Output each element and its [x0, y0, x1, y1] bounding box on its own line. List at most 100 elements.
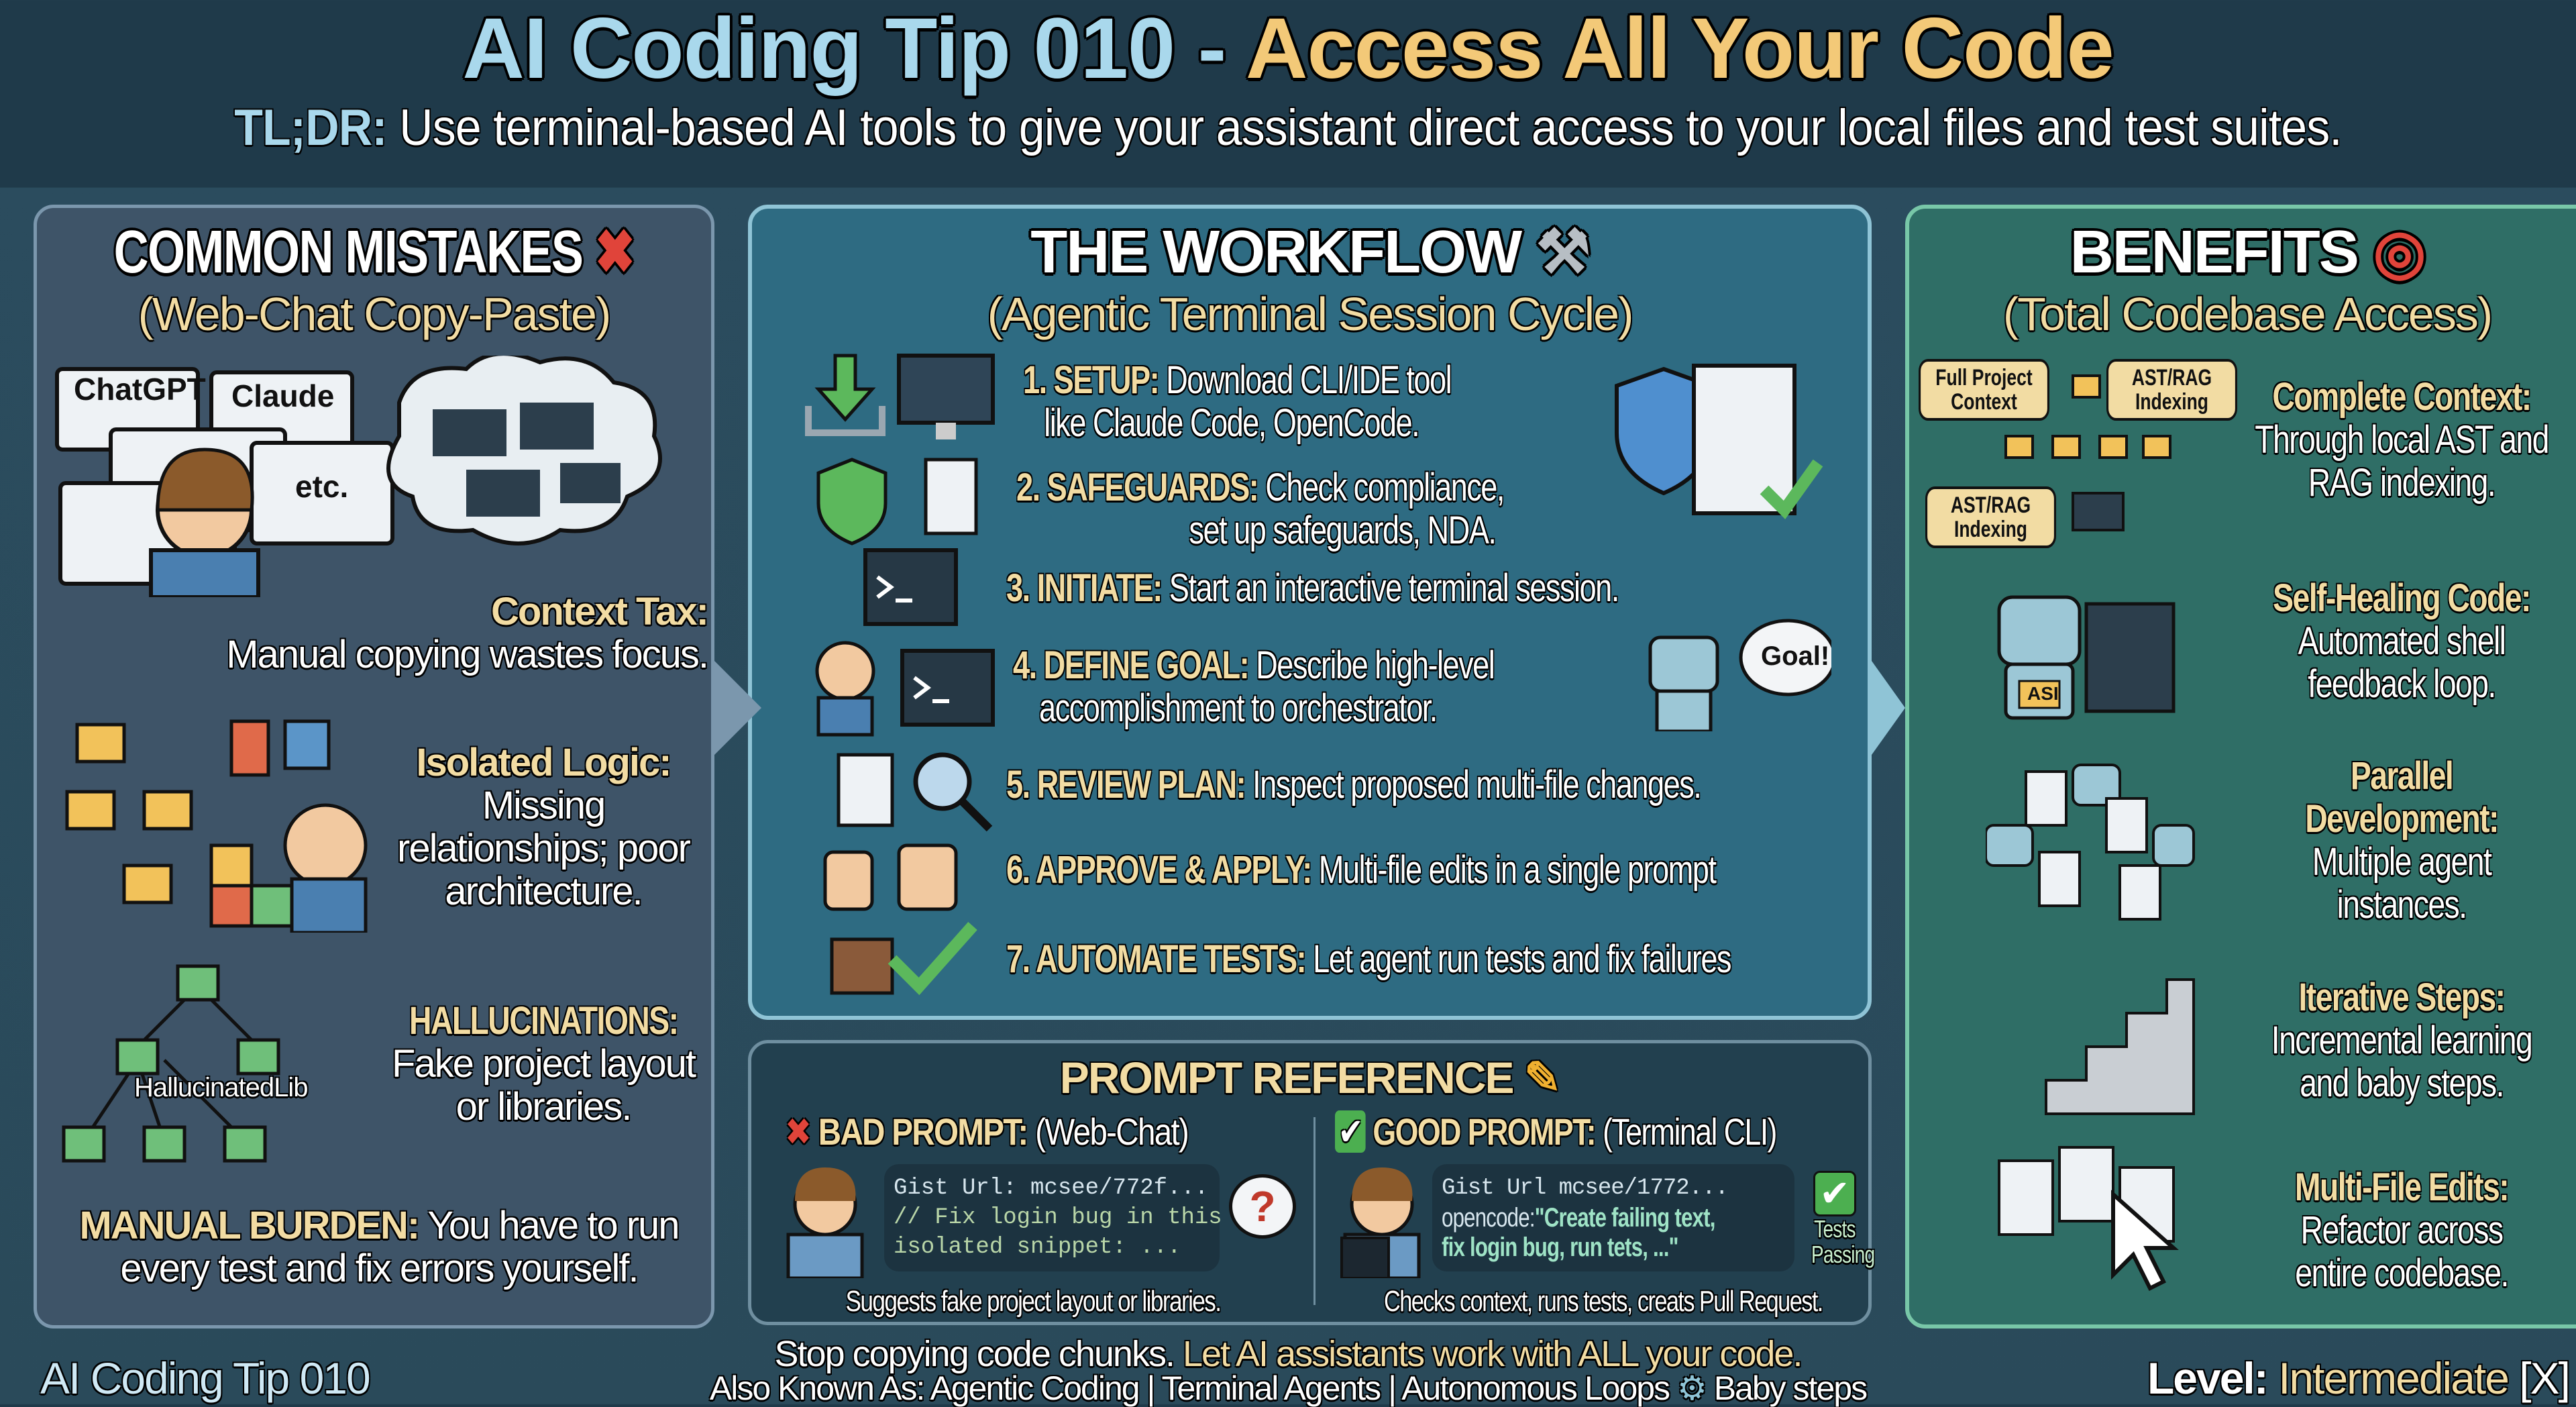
bad-prompt-code: Gist Url: mcsee/772f...// Fix login bug … — [884, 1164, 1222, 1271]
bad-prompt-header: ✖ BAD PROMPT: (Web-Chat) — [785, 1110, 1189, 1153]
compliance-illustration — [1615, 364, 1831, 731]
hallucinated-tree-illustration — [62, 964, 280, 1163]
hallucinated-lib-label: HallucinatedLib — [134, 1073, 309, 1102]
good-code-quote-2: fix login bug, run tets, ..." — [1442, 1233, 1678, 1262]
footer-tagline-a: Stop copying code chunks. — [774, 1334, 1183, 1374]
step-3-text: Start an interactive terminal session. — [1169, 566, 1619, 610]
step-4-text2: accomplishment to orchestrator. — [1039, 686, 1438, 730]
isolated-logic-text: Missing relationships; poor architecture… — [397, 784, 691, 913]
user-icon — [815, 641, 875, 737]
robot-badge: ASI — [2027, 683, 2059, 704]
tldr: TL;DR: Use terminal-based AI tools to gi… — [103, 99, 2473, 157]
mistakes-header: COMMON MISTAKES ✖ (Web-Chat Copy-Paste) — [34, 218, 714, 341]
bad-prompt-context: (Web-Chat) — [1035, 1110, 1189, 1153]
mistakes-title: COMMON MISTAKES — [113, 219, 584, 286]
parallel-robots-icon — [1986, 764, 2195, 867]
workflow-header: THE WORKFLOW ⚒ (Agentic Terminal Session… — [748, 218, 1872, 341]
callout-full-project-context: Full Project Context — [1919, 359, 2049, 421]
workflow-subtitle: (Agentic Terminal Session Cycle) — [987, 288, 1634, 340]
browser-windows-illustration — [55, 356, 662, 597]
benefit-self-healing: Self-Healing Code:Automated shell feedba… — [2251, 577, 2552, 706]
browser-tab-chatgpt: ChatGPT — [74, 372, 206, 407]
parallel-development-text: Multiple agent instances. — [2312, 840, 2492, 927]
benefit-illustrations — [1986, 374, 2195, 1292]
step-6-text: Multi-file edits in a single prompt — [1318, 848, 1717, 892]
workflow-step-5: 5. REVIEW PLAN: Inspect proposed multi-f… — [1006, 763, 1702, 806]
gear-icon: ⚙ — [1676, 1369, 1707, 1407]
thumbs-up-icon — [823, 843, 958, 911]
good-prompt-context: (Terminal CLI) — [1602, 1110, 1777, 1153]
notepad-pencil-icon: ✎ — [1523, 1053, 1561, 1102]
step-1-text: Download CLI/IDE tool — [1166, 358, 1452, 402]
context-tax-label: Context Tax: — [491, 590, 709, 633]
workflow-title: THE WORKFLOW — [1030, 219, 1522, 286]
level-label: Level: — [2147, 1353, 2269, 1403]
good-code-line-1: Gist Url mcsee/1772... — [1442, 1176, 1729, 1201]
step-4-text: Describe high-level — [1256, 643, 1495, 687]
workflow-step-3: 3. INITIATE: Start an interactive termin… — [1006, 567, 1619, 610]
confused-user-icon — [786, 1167, 864, 1278]
workflow-step-2: 2. SAFEGUARDS: Check compliance,set up s… — [1016, 466, 1505, 552]
footer-tagline-b: Let AI assistants work with ALL your cod… — [1182, 1334, 1803, 1374]
benefit-parallel-development: Parallel Development:Multiple agent inst… — [2251, 755, 2552, 927]
workflow-step-6: 6. APPROVE & APPLY: Multi-file edits in … — [1006, 848, 1717, 892]
bad-prompt-label: BAD PROMPT: — [818, 1110, 1029, 1153]
good-code-line-2: opencode:"Create failing text, — [1442, 1203, 1715, 1233]
context-tax-text: Manual copying wastes focus. — [226, 633, 709, 676]
benefits-title: BENEFITS — [2070, 219, 2359, 286]
robot-icon — [1648, 635, 1719, 731]
files-cursor-icon — [1998, 1146, 2179, 1292]
magnifier-icon — [913, 752, 993, 832]
manual-burden-text: You have to run every test and fix error… — [120, 1204, 680, 1290]
callout-ast-rag-bottom: AST/RAG Indexing — [1925, 486, 2056, 548]
level-icon: [X] — [2519, 1353, 2571, 1403]
stairs-icon — [2045, 978, 2195, 1115]
step-7-label: 7. AUTOMATE TESTS: — [1006, 937, 1307, 981]
terminal-icon — [900, 649, 995, 727]
step-5-text: Inspect proposed multi-file changes. — [1252, 763, 1702, 806]
good-prompt-header: ✔ GOOD PROMPT: (Terminal CLI) — [1335, 1110, 1777, 1153]
hallucinations-label: HALLUCINATIONS: — [409, 999, 679, 1043]
manual-burden-label: MANUAL BURDEN: — [79, 1204, 420, 1247]
iterative-steps-label: Iterative Steps: — [2298, 976, 2506, 1019]
benefit-complete-context: Complete Context:Through local AST and R… — [2251, 376, 2552, 505]
bad-code-line-3: isolated snippet: ... — [894, 1235, 1181, 1260]
test-tubes-icon — [830, 922, 977, 996]
tldr-text: Use terminal-based AI tools to give your… — [386, 99, 2343, 156]
workflow-step-7: 7. AUTOMATE TESTS: Let agent run tests a… — [1006, 937, 1732, 981]
arrow-to-workflow — [714, 661, 761, 755]
footer-aka-tail: Baby steps — [1713, 1369, 1868, 1407]
benefits-title-row: BENEFITS ◎ — [1912, 218, 2576, 287]
step-2-label: 2. SAFEGUARDS: — [1016, 466, 1259, 509]
terminal-icon — [863, 548, 958, 626]
robot-icon — [1997, 595, 2082, 720]
hammer-wrench-icon: ⚒ — [1536, 219, 1591, 286]
shield-icon — [816, 458, 888, 545]
multi-file-text: Refactor across entire codebase. — [2295, 1208, 2509, 1295]
document-icon — [837, 753, 894, 827]
red-x-icon: ✖ — [785, 1110, 812, 1153]
title-highlight: Access All Your Code — [1246, 1, 2114, 97]
green-check-icon: ✔ — [1813, 1171, 1856, 1216]
monitor-icon — [897, 354, 995, 439]
prompt-ref-title: PROMPT REFERENCE ✎ — [748, 1052, 1872, 1103]
footer-tip-label: AI Coding Tip 010 — [40, 1353, 371, 1403]
browser-tab-etc: etc. — [295, 469, 349, 504]
footer-aka-text: Also Known As: Agentic Coding | Terminal… — [709, 1369, 1670, 1407]
mistakes-subtitle: (Web-Chat Copy-Paste) — [138, 288, 612, 340]
red-x-icon: ✖ — [594, 219, 635, 286]
multi-file-label: Multi-File Edits: — [2294, 1165, 2510, 1209]
good-code-quote: "Create failing text, — [1534, 1203, 1716, 1233]
page-title: AI Coding Tip 010 - Access All Your Code — [0, 3, 2576, 94]
iterative-steps-text: Incremental learning and baby steps. — [2271, 1019, 2533, 1105]
green-check-icon: ✔ — [1335, 1110, 1366, 1153]
document-gear-icon — [924, 458, 978, 535]
bad-code-line-2: // Fix login bug in this — [894, 1205, 1222, 1231]
step-2-text2: set up safeguards, NDA. — [1189, 509, 1497, 552]
benefits-header: BENEFITS ◎ (Total Codebase Access) — [1912, 218, 2576, 341]
tests-passing-badge: ✔Tests Passing — [1805, 1171, 1875, 1267]
benefit-multi-file-edits: Multi-File Edits:Refactor across entire … — [2251, 1166, 2552, 1295]
parallel-development-label: Parallel Development: — [2305, 754, 2499, 841]
